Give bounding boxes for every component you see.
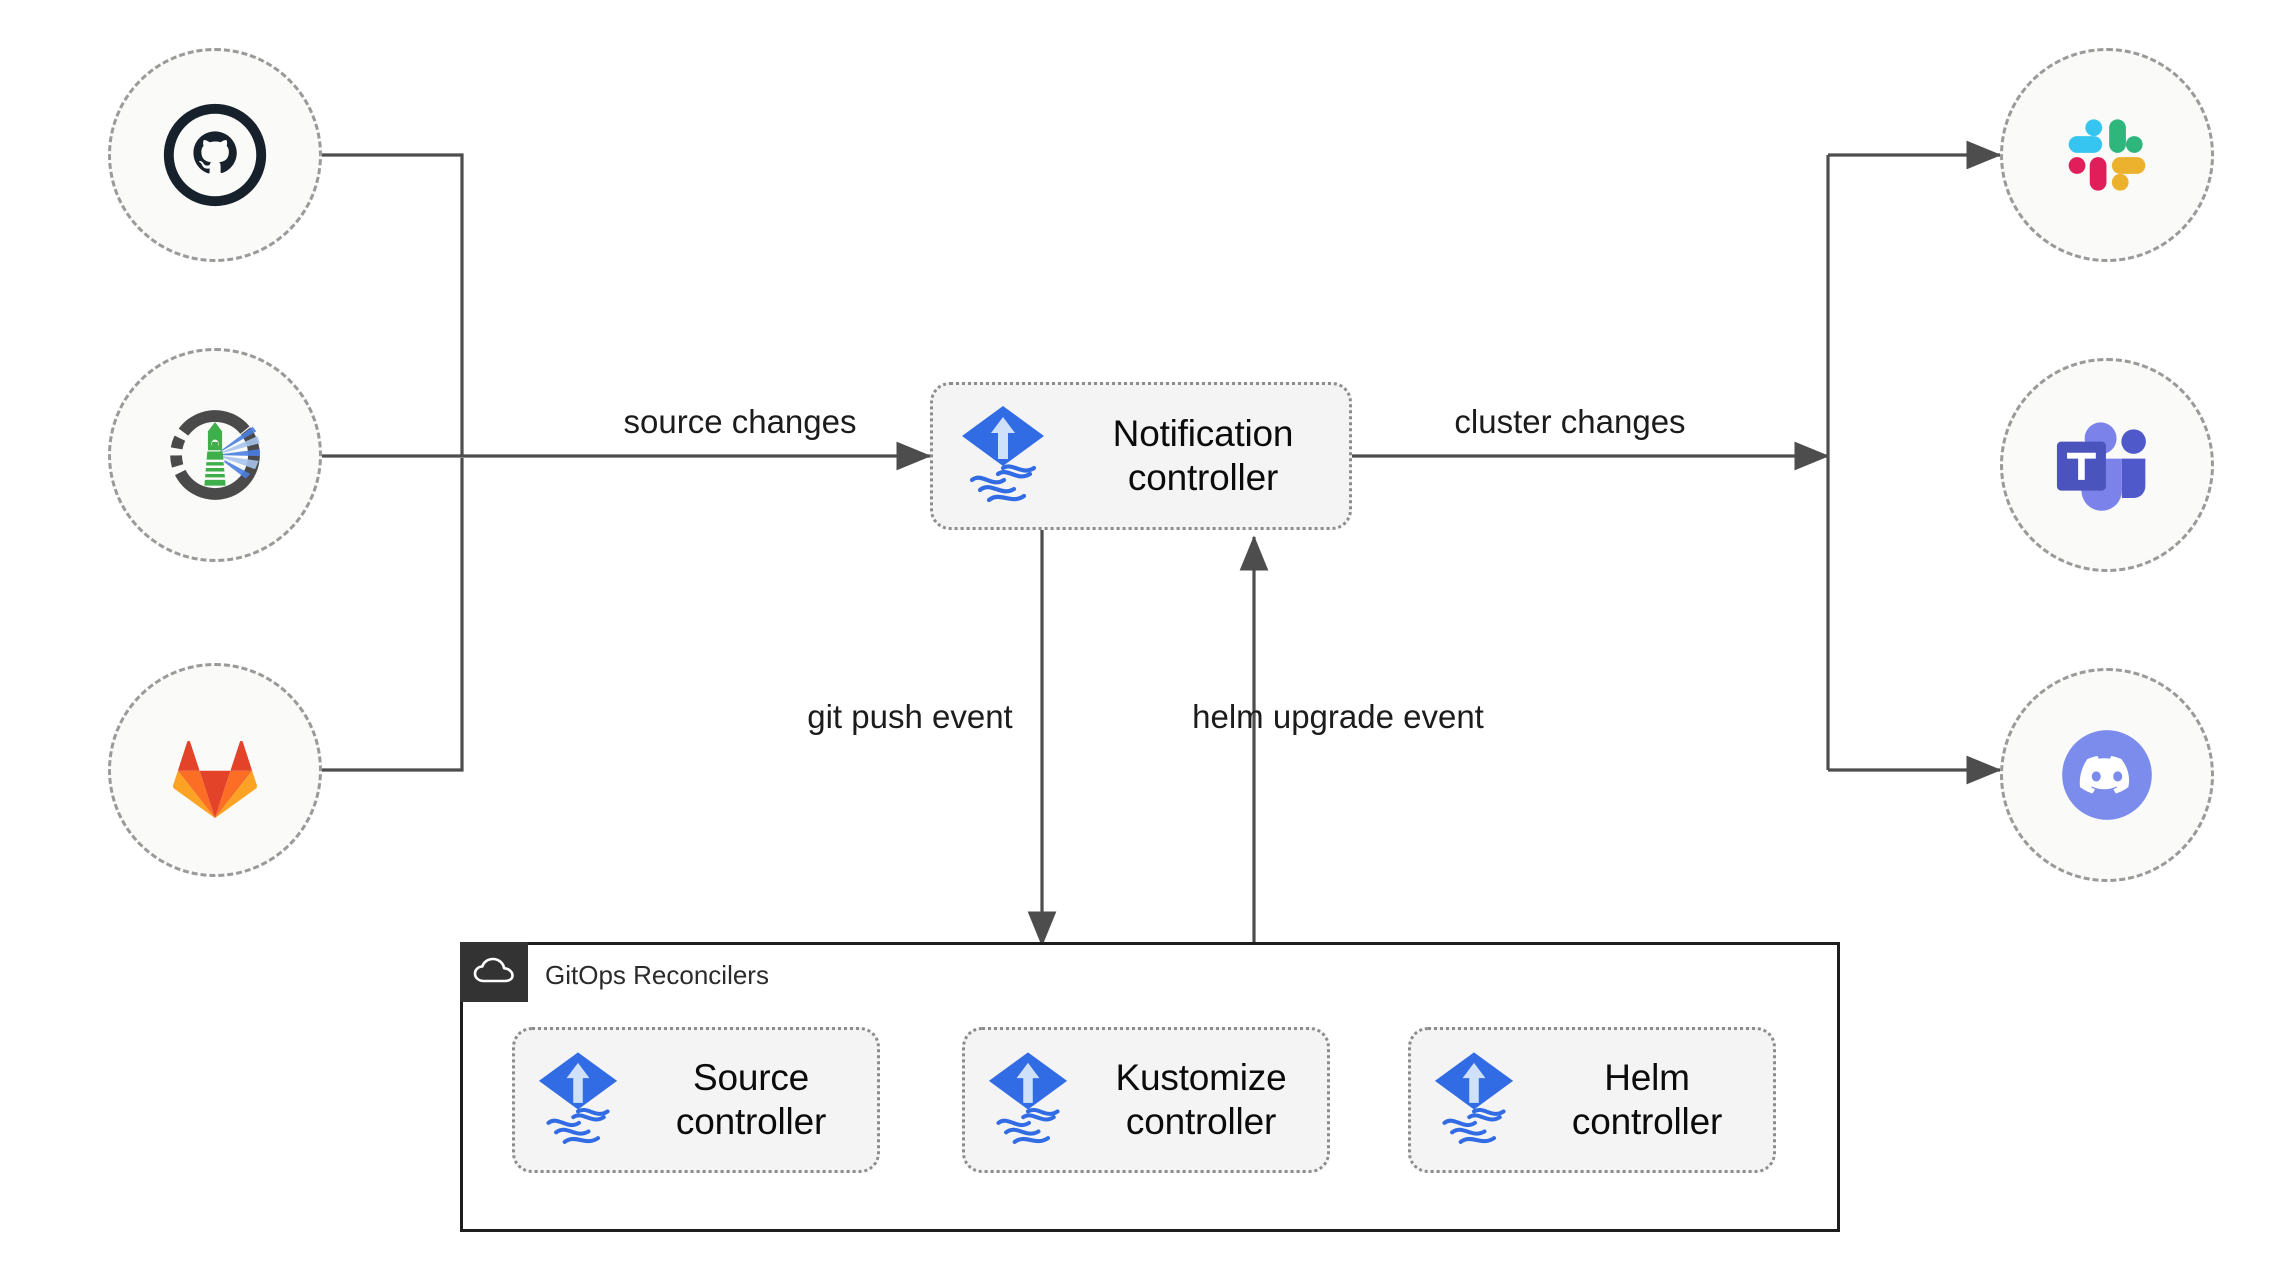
target-node-discord[interactable]	[2000, 668, 2214, 882]
source-node-gitea[interactable]	[108, 348, 322, 562]
edge-label-git-push-event: git push event	[807, 698, 1013, 735]
flux-icon	[965, 1050, 1091, 1150]
source-node-gitlab[interactable]	[108, 663, 322, 877]
edge-label-helm-upgrade-event: helm upgrade event	[1192, 698, 1484, 735]
target-node-slack[interactable]	[2000, 48, 2214, 262]
source-controller-label: Source controller	[675, 1057, 827, 1142]
source-controller-box[interactable]: Source controller	[512, 1027, 880, 1173]
github-icon	[163, 103, 267, 207]
slack-icon	[2068, 119, 2146, 191]
cloud-icon	[473, 957, 514, 983]
notification-controller-box[interactable]: Notification controller	[930, 382, 1352, 530]
target-node-teams[interactable]	[2000, 358, 2214, 572]
teams-icon	[2056, 422, 2146, 511]
edge-label-cluster-changes: cluster changes	[1454, 403, 1686, 440]
helm-controller-box[interactable]: Helm controller	[1408, 1027, 1776, 1173]
kustomize-controller-label: Kustomize controller	[1115, 1057, 1287, 1142]
cloud-icon-tab	[460, 942, 528, 1002]
source-node-github[interactable]	[108, 48, 322, 262]
edge-label-source-changes: source changes	[623, 403, 857, 440]
discord-icon	[2062, 730, 2152, 820]
flux-icon	[933, 404, 1073, 508]
helm-controller-label: Helm controller	[1571, 1057, 1723, 1142]
kustomize-controller-box[interactable]: Kustomize controller	[962, 1027, 1330, 1173]
gitops-reconcilers-title: GitOps Reconcilers	[545, 960, 769, 990]
flux-icon	[1411, 1050, 1537, 1150]
flux-icon	[515, 1050, 641, 1150]
gitlab-icon	[173, 740, 257, 819]
gitea-icon	[170, 410, 260, 500]
notification-controller-label: Notification controller	[1112, 413, 1294, 498]
